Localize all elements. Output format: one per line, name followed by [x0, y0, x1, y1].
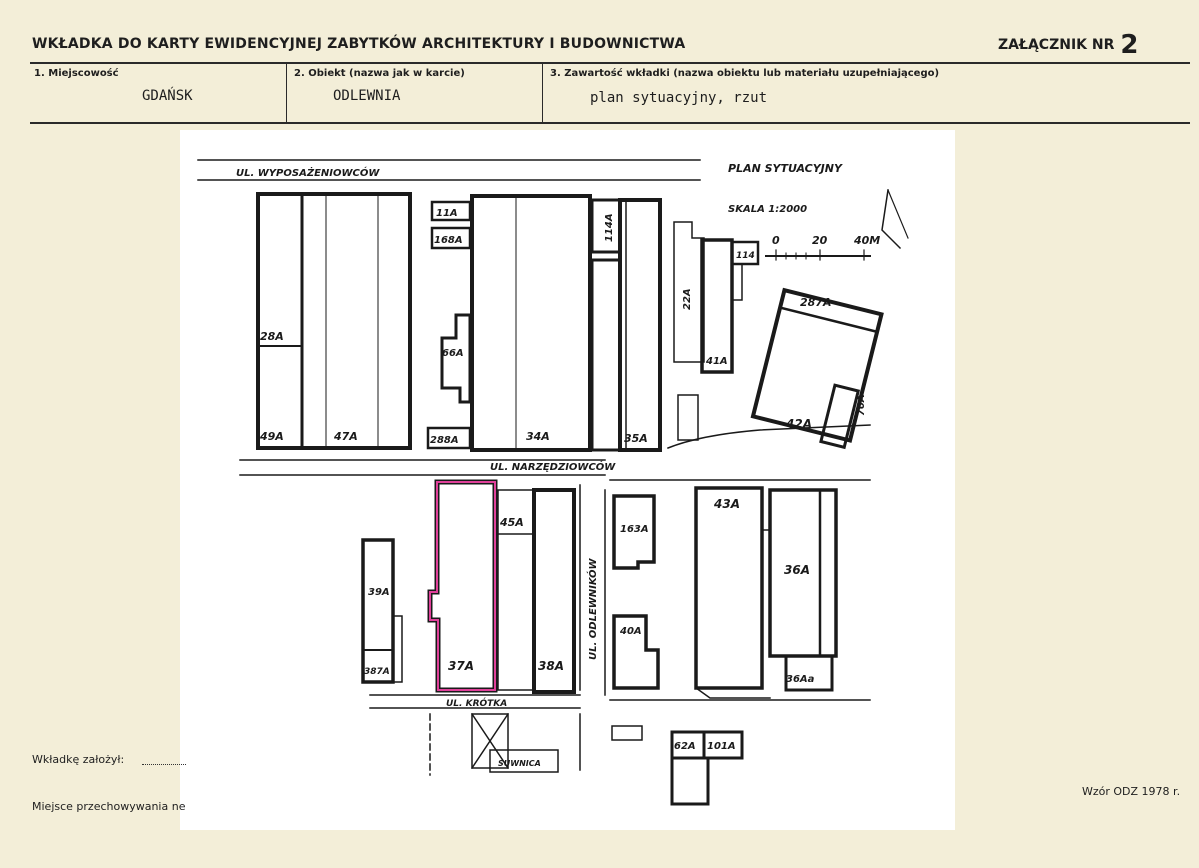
label-38A: 38A: [538, 659, 564, 673]
label-34A: 34A: [526, 430, 550, 443]
plan-title: PLAN SYTUACYJNY: [728, 162, 843, 175]
made-by-label: Wkładkę założył:: [32, 753, 125, 766]
label-66A: 66A: [442, 348, 464, 359]
label-70A: 70A: [856, 394, 867, 416]
label-11A: 11A: [436, 208, 458, 219]
attachment-text: ZAŁĄCZNIK NR: [998, 37, 1115, 53]
building-narrow-column: [590, 258, 622, 452]
object-label: 2. Obiekt (nazwa jak w karcie): [294, 68, 465, 79]
small-structure: [677, 394, 699, 441]
street-label-narzedziowcow: UL. NARZĘDZIOWCÓW: [490, 460, 616, 473]
label-62A: 62A: [674, 741, 696, 752]
building-38A: [532, 488, 576, 694]
label-40A: 40A: [619, 626, 642, 637]
field-divider-1: [286, 64, 287, 122]
form-title: WKŁADKA DO KARTY EWIDENCYJNEJ ZABYTKÓW A…: [32, 36, 686, 52]
building-163A: [612, 494, 656, 570]
label-168A: 168A: [434, 235, 463, 246]
label-101A: 101A: [707, 741, 736, 752]
label-163A: 163A: [620, 524, 649, 535]
scale-tick-20: 20: [812, 234, 828, 247]
label-47A: 47A: [333, 430, 358, 443]
label-114: 114: [736, 251, 755, 261]
suwnica-crane: [489, 749, 559, 773]
building-34A: [470, 194, 592, 452]
scale-tick-40: 40M: [853, 234, 880, 247]
label-36A: 36A: [784, 563, 810, 577]
label-42A: 42A: [785, 417, 812, 431]
building-114: [730, 240, 760, 266]
building-40A: [612, 614, 660, 690]
street-label-wyposazeniowcow: UL. WYPOSAŻENIOWCÓW: [236, 165, 380, 179]
label-387A: 387A: [364, 667, 390, 677]
content-value: plan sytuacyjny, rzut: [590, 90, 768, 106]
content-label: 3. Zawartość wkładki (nazwa obiektu lub …: [550, 68, 940, 79]
place-value: GDAŃSK: [142, 88, 193, 104]
street-curve: [667, 424, 871, 449]
label-288A: 288A: [430, 435, 459, 446]
form-code: Wzór ODZ 1978 r.: [1082, 785, 1181, 798]
fields-rule: [30, 122, 1190, 124]
building-35A: [618, 198, 662, 452]
label-35A: 35A: [624, 432, 648, 445]
plan-scale: SKALA 1:2000: [728, 204, 807, 215]
label-39A: 39A: [368, 587, 390, 598]
label-49A: 49A: [259, 430, 284, 443]
header-rule: [30, 62, 1190, 64]
scale-tick-0: 0: [772, 234, 780, 247]
building-43A: [694, 486, 764, 690]
label-28A: 28A: [260, 330, 284, 343]
attachment-number: 2: [1120, 30, 1139, 60]
site-plan: PLAN SYTUACYJNY SKALA 1:2000 0 20 40M UL…: [197, 159, 909, 806]
north-arrow: [881, 189, 902, 250]
label-suwnica: SUWNICA: [498, 759, 541, 768]
building-42A: [750, 287, 884, 443]
storage-label: Miejsce przechowywania ne: [32, 800, 186, 813]
street-label-krotka: UL. KRÓTKA: [446, 697, 507, 709]
street-label-odlewnikow: UL. ODLEWNIKÓW: [586, 557, 599, 660]
label-43A: 43A: [713, 497, 740, 511]
label-287A: 287A: [800, 296, 831, 309]
label-37A: 37A: [448, 659, 474, 673]
building-22A: [673, 221, 705, 363]
label-41A: 41A: [705, 356, 728, 367]
building-41A: [700, 238, 734, 374]
place-label: 1. Miejscowość: [34, 68, 119, 79]
label-45A: 45A: [499, 516, 524, 529]
label-114A: 114A: [604, 213, 615, 242]
attachment-label: ZAŁĄCZNIK NR 2: [998, 30, 1138, 60]
field-divider-2: [542, 64, 543, 122]
label-36Aa: 36Aa: [786, 674, 815, 685]
building-block-47A: [256, 192, 412, 450]
made-by-line: [142, 760, 186, 765]
label-22A: 22A: [682, 288, 693, 310]
building-36Aa: [784, 654, 834, 692]
building-101A: [702, 730, 744, 760]
object-value: ODLEWNIA: [333, 88, 401, 104]
building-39A: [361, 538, 395, 684]
